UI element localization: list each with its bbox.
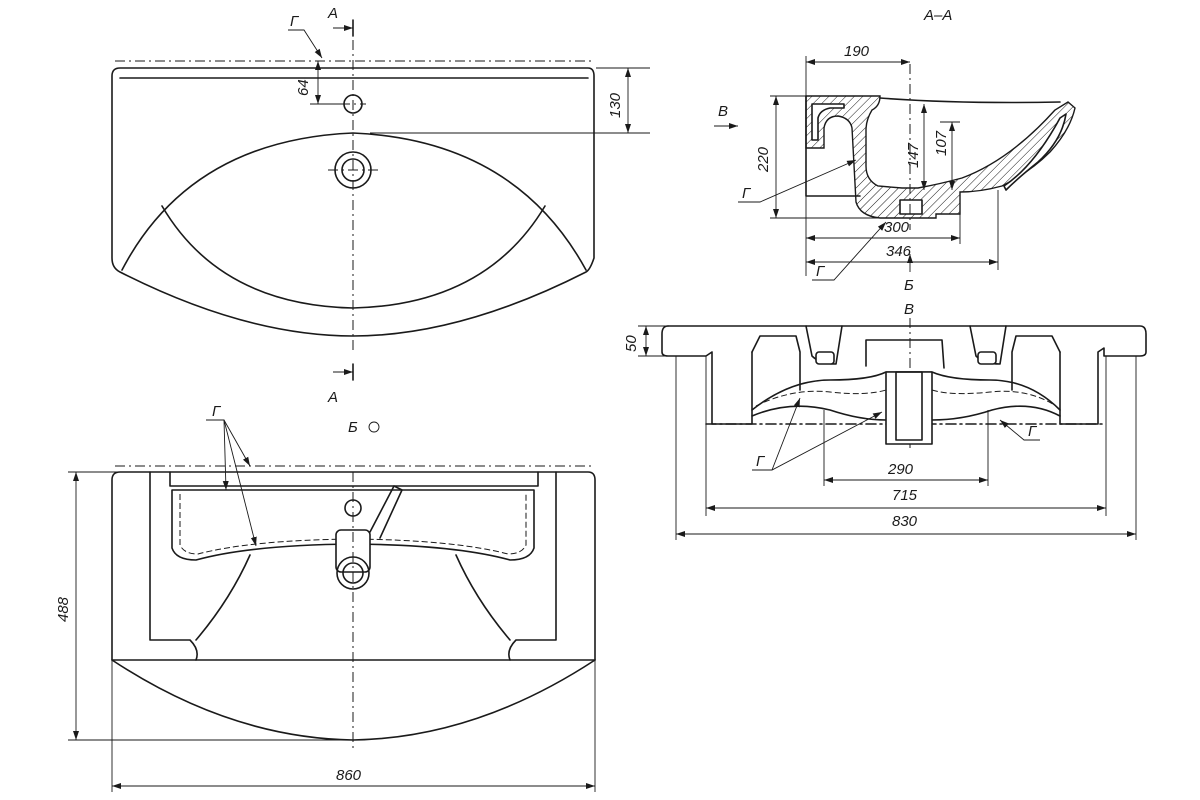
front-view: В Г Г 50 290 [623,301,1147,540]
g-label-front-1: Г [756,453,766,470]
dim-860-text: 860 [336,767,362,784]
dim-220-text: 220 [755,146,772,173]
front-slab-left [661,325,753,425]
front-slab-right [667,325,1147,425]
bottom-view: Б Г 488 860 [55,403,596,792]
left-frame [149,471,198,661]
front-bowl-hidden [755,389,1057,407]
g-label-bottom: Г [212,403,222,420]
dim-830-text: 830 [892,513,918,530]
g-leader-section-2 [812,221,887,281]
front-slot-left [815,351,835,365]
view-bb-section-label: Б [904,277,914,294]
left-leg [195,554,251,641]
dim-290-text: 290 [887,461,914,478]
section-a-bottom-label: А [327,389,338,406]
g-leader-top [288,29,323,59]
section-cutout-rim [811,103,845,141]
front-inner-right-1 [1011,335,1061,391]
dim-107-text: 107 [933,130,950,156]
dim-488-text: 488 [55,596,72,622]
g-label-section-2: Г [816,263,826,280]
front-drain-inner [895,371,923,441]
section-top-bowl [879,97,1061,104]
section-title: А–А [923,7,952,24]
view-b-label: В [718,103,728,120]
dim-715-text: 715 [892,487,918,504]
g-label-front-2: Г [1028,423,1038,440]
section-drain-cutout [899,199,923,215]
view-bb-circle [368,421,380,433]
dim-130-text: 130 [607,92,624,118]
right-leg [455,554,511,641]
bowl-edge [121,132,587,271]
g-leader-bottom-3 [223,419,251,467]
g-leader-front-2 [771,397,801,471]
overflow-channel [369,485,403,539]
section-cutout-overflow [1003,113,1067,191]
dim-346-text: 346 [886,243,912,260]
dim-50-text: 50 [623,335,640,352]
dim-147-text: 147 [905,142,922,168]
g-leader-front-3 [999,419,1040,441]
view-bb-label: Б [348,419,358,436]
top-frame [169,471,539,487]
g-leader-front-1 [752,411,883,471]
g-leader-bottom-2 [223,419,257,547]
dim-64-text: 64 [295,79,312,96]
top-view: А А Г 64 130 [111,5,650,406]
front-slot-right [977,351,997,365]
front-center-block [865,339,945,369]
g-label-top: Г [290,13,300,30]
g-leader-section-1 [738,159,857,203]
section-hatch [805,95,1076,219]
section-a-top-label: А [327,5,338,22]
front-inner-left-1 [751,335,801,391]
dim-190-text: 190 [844,43,870,60]
g-leader-bottom-1 [206,419,229,491]
dim-300-text: 300 [884,219,910,236]
front-drain [885,371,933,445]
g-label-section-1: Г [742,185,752,202]
section-view: А–А В Г Г Б 190 220 147 [714,7,1076,294]
view-b-top-label: В [904,301,914,318]
drain-pipe-inner [342,562,364,584]
right-frame [508,471,557,661]
